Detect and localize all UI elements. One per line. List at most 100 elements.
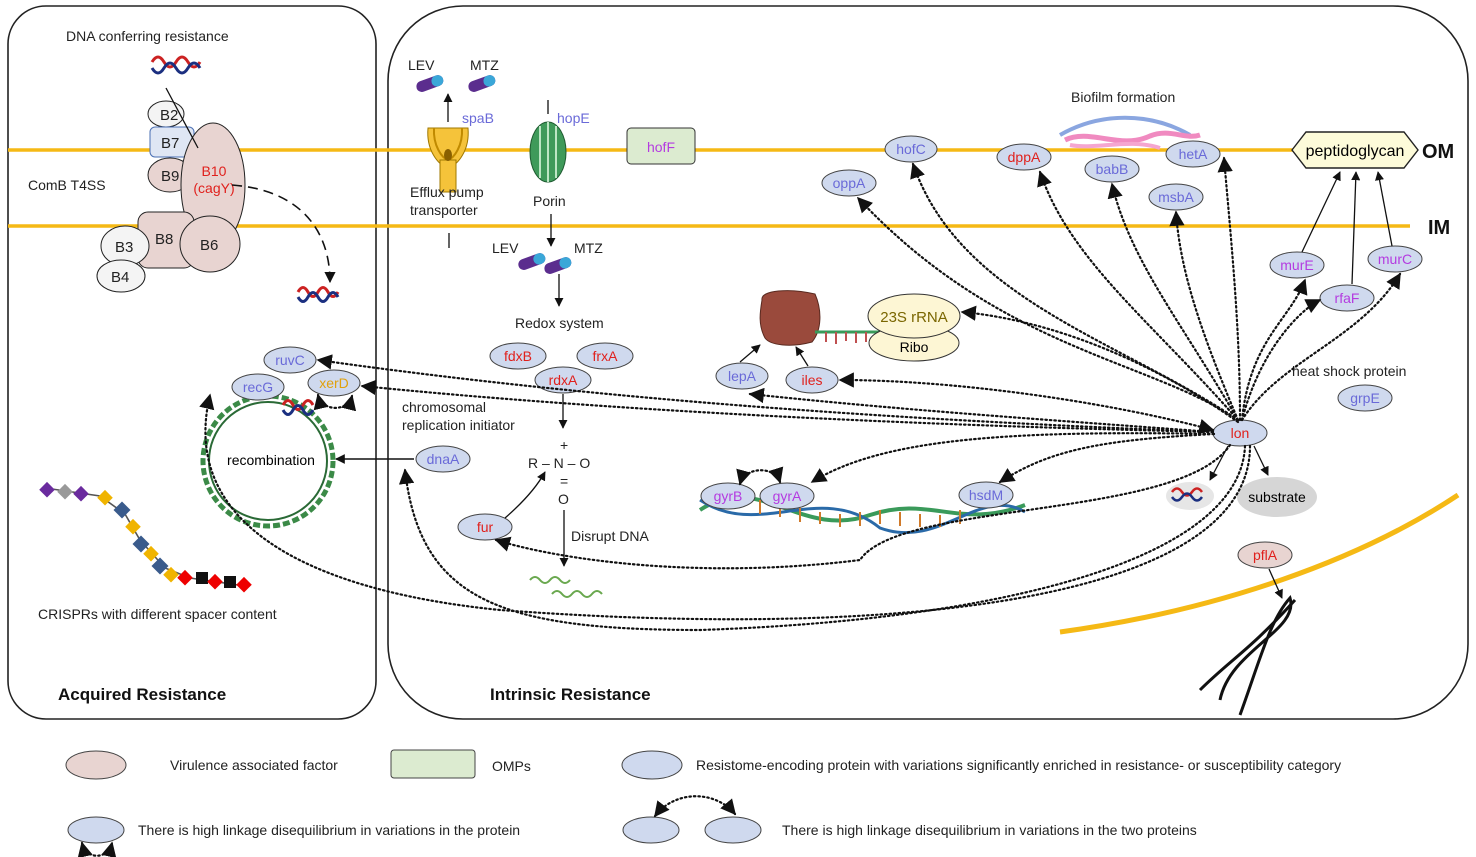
dppa-protein: dppA <box>996 143 1052 171</box>
legend-ld-single-label: There is high linkage disequilibrium in … <box>138 822 520 838</box>
legend-ld-pair-label: There is high linkage disequilibrium in … <box>782 822 1197 838</box>
disrupt-dna-label: Disrupt DNA <box>571 528 649 544</box>
substrate-label: substrate <box>1248 489 1306 505</box>
dna-export-arrow <box>231 184 336 284</box>
nitro-radical-label: R – N – O <box>528 455 590 471</box>
incoming-dna-icon <box>281 399 315 411</box>
b3-label: B3 <box>115 239 133 256</box>
biofilm-label: Biofilm formation <box>1071 89 1175 105</box>
legend-virulence-swatch <box>65 750 127 780</box>
iles-protein: iles <box>785 366 839 394</box>
frxa-protein: frxA <box>576 342 634 370</box>
cagy-label: (cagY) <box>193 180 234 196</box>
legend-virulence-label: Virulence associated factor <box>170 757 338 773</box>
gyra-protein: gyrA <box>759 482 815 510</box>
svg-text:lon: lon <box>1231 425 1250 441</box>
legend-omp-swatch <box>390 749 476 779</box>
svg-text:gyrB: gyrB <box>714 488 743 504</box>
legend-ld-pair-swatch-a <box>622 816 680 844</box>
efflux-label-2: transporter <box>410 202 478 218</box>
om-label: OM <box>1422 141 1454 163</box>
lon-dna-icon <box>1170 487 1204 497</box>
svg-text:babB: babB <box>1096 161 1129 177</box>
svg-text:oppA: oppA <box>833 175 866 191</box>
svg-text:msbA: msbA <box>1158 189 1194 205</box>
legend-omp-label: OMPs <box>492 758 531 774</box>
crispr-label: CRISPRs with different spacer content <box>38 606 277 622</box>
lev-capsule-icon-2 <box>518 253 546 270</box>
svg-text:gyrA: gyrA <box>773 488 802 504</box>
svg-text:frxA: frxA <box>593 348 619 364</box>
svg-text:fur: fur <box>477 519 494 535</box>
lon-protein: lon <box>1212 419 1268 447</box>
intrinsic-resistance-title: Intrinsic Resistance <box>490 685 651 704</box>
fdxb-protein: fdxB <box>489 342 547 370</box>
pfla-protein: pflA <box>1237 541 1293 569</box>
acquired-resistance-title: Acquired Resistance <box>58 685 226 704</box>
svg-text:dnaA: dnaA <box>427 451 460 467</box>
fur-protein: fur <box>457 513 513 541</box>
flagellum-icon <box>1198 595 1297 716</box>
lon-linkage-network <box>199 156 1402 632</box>
legend-resistome-label: Resistome-encoding protein with variatio… <box>696 757 1341 773</box>
b8-label: B8 <box>155 231 173 248</box>
lepa-protein: lepA <box>715 362 769 390</box>
heta-protein: hetA <box>1165 140 1221 168</box>
dnaa-protein: dnaA <box>415 445 471 473</box>
chrom-label-2: replication initiator <box>402 417 515 433</box>
svg-text:iles: iles <box>801 372 822 388</box>
svg-text:grpE: grpE <box>1350 390 1380 406</box>
mtz-capsule-icon-2 <box>544 257 572 274</box>
rrna-23s-shape <box>867 293 961 339</box>
hofc-protein: hofC <box>884 135 938 163</box>
dna-helix-icon <box>150 55 202 69</box>
rfaf-protein: rfaF <box>1319 284 1375 312</box>
ribo-label: Ribo <box>900 339 929 355</box>
b6-label: B6 <box>200 237 218 254</box>
lev-label-bottom: LEV <box>492 240 519 256</box>
fragmented-dna-icon <box>529 576 603 598</box>
svg-text:ruvC: ruvC <box>275 352 305 368</box>
b10-label: B10 <box>202 163 227 179</box>
svg-text:hsdM: hsdM <box>969 487 1003 503</box>
svg-text:recG: recG <box>243 379 273 395</box>
rdxa-protein: rdxA <box>534 366 592 394</box>
cell-boundary-curve <box>1059 492 1460 635</box>
crispr-array-icon <box>39 481 252 593</box>
hope-label: hopE <box>557 110 590 126</box>
acquired-panel <box>7 5 377 720</box>
msba-protein: msbA <box>1148 183 1204 211</box>
b4-subunit <box>96 259 146 293</box>
svg-text:lepA: lepA <box>728 368 757 384</box>
xerd-protein: xerD <box>307 369 361 397</box>
chrom-label-1: chromosomal <box>402 399 486 415</box>
babb-protein: babB <box>1084 155 1140 183</box>
peptidoglycan-hexagon <box>1291 131 1419 169</box>
ribosome-icon <box>759 290 880 346</box>
efflux-label-1: Efflux pump <box>410 184 484 200</box>
hoff-label: hofF <box>647 139 675 155</box>
im-label: IM <box>1428 217 1450 239</box>
svg-text:murC: murC <box>1378 251 1412 267</box>
comb-t4ss-label: ComB T4SS <box>28 177 106 193</box>
heat-shock-label: heat shock protein <box>1292 363 1406 379</box>
gyrb-protein: gyrB <box>700 482 756 510</box>
nitro-eq: = <box>560 473 568 489</box>
recg-protein: recG <box>231 373 285 401</box>
mtz-label-top: MTZ <box>470 57 499 73</box>
efflux-pump-icon <box>427 127 469 193</box>
nitro-plus: + <box>560 437 568 453</box>
lev-capsule-icon <box>416 75 444 92</box>
grpe-protein: grpE <box>1337 384 1393 412</box>
recombination-label: recombination <box>227 452 315 468</box>
biofilm-icon <box>1059 115 1201 150</box>
rrna-23s-label: 23S rRNA <box>880 309 948 326</box>
b4-label: B4 <box>111 269 129 286</box>
legend-resistome-swatch <box>621 750 683 780</box>
svg-text:hetA: hetA <box>1179 146 1208 162</box>
svg-text:pflA: pflA <box>1253 547 1278 563</box>
legend-ld-pair-swatch-b <box>704 816 762 844</box>
b7-label: B7 <box>161 135 179 152</box>
ruvc-protein: ruvC <box>263 346 317 374</box>
